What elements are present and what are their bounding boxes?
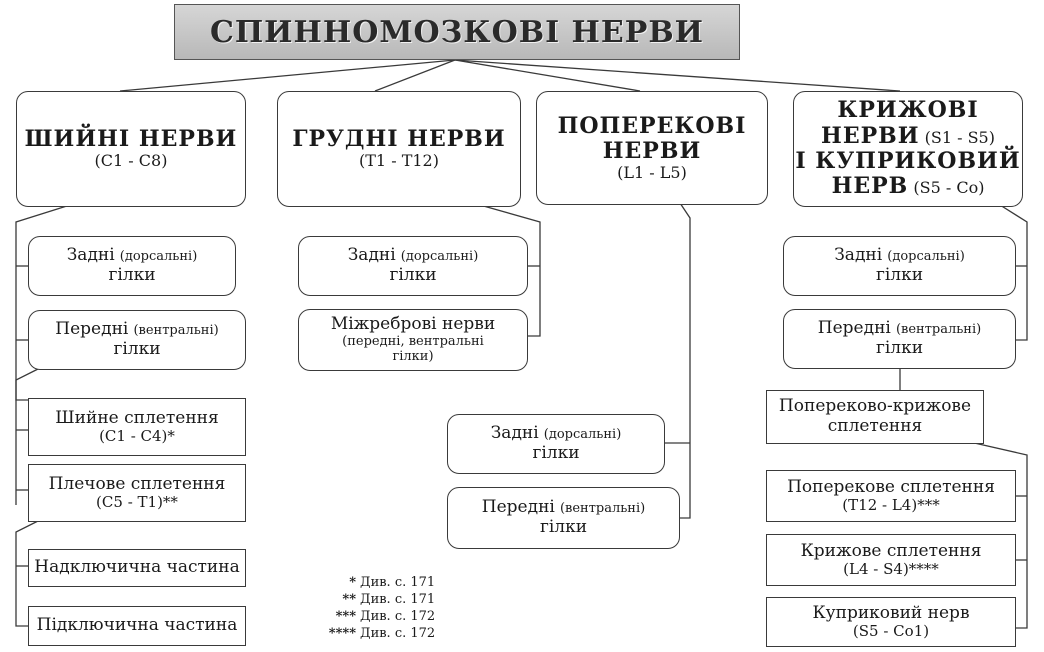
coccygeal-nerve-box: Куприковий нерв (S5 - Co1) [766,597,1016,647]
branch-label: Задні [834,245,883,266]
cervical-plexus-box: Шийне сплетення (C1 - C4)* [28,398,246,456]
cervical-plexus-name: Шийне сплетення [55,407,219,428]
sacral-nerves-line4-name: НЕРВ [831,173,909,200]
thoracic-nerves-box: ГРУДНІ НЕРВИ (T1 - T12) [277,91,521,207]
footnote-text: Див. с. 172 [360,626,436,641]
branch-label-2: гілки [113,339,161,359]
footnote-text: Див. с. 171 [360,575,436,590]
sacral-plexus-name: Крижове сплетення [800,540,982,561]
branch-sublabel: (дорсальні) [119,249,198,265]
footnote-mark: * [349,575,356,590]
branch-sublabel: (вентральні) [895,322,982,338]
footnote-4: **** Див. с. 172 [302,626,435,641]
branch-label: Задні [490,423,539,444]
brachial-plexus-name: Плечове сплетення [48,473,226,494]
lumbar-posterior-branches: Задні (дорсальні) гілки [447,414,665,474]
intercostal-nerves-sub2: гілки) [392,348,434,364]
lumbosacral-plexus-line2: сплетення [827,416,923,436]
page-title: СПИННОМОЗКОВІ НЕРВИ [209,14,705,50]
branch-label-2: гілки [875,265,924,285]
cervical-nerves-box: ШИЙНІ НЕРВИ (C1 - C8) [16,91,246,207]
lumbosacral-plexus-line1: Попереково-крижове [778,396,972,417]
cervical-posterior-branches: Задні (дорсальні) гілки [28,236,236,296]
intercostal-nerves-sub1: (передні, вентральні [342,333,484,349]
lumbar-nerves-box: ПОПЕРЕКОВІ НЕРВИ (L1 - L5) [536,91,768,205]
brachial-plexus-box: Плечове сплетення (C5 - T1)** [28,464,246,522]
supraclavicular-part-box: Надключична частина [28,549,246,587]
cervical-nerves-name: ШИЙНІ НЕРВИ [24,126,238,153]
lumbar-anterior-branches: Передні (вентральні) гілки [447,487,680,549]
branch-sublabel: (дорсальні) [400,249,479,265]
footnote-1: * Див. с. 171 [302,575,435,590]
sacral-nerves-line1: КРИЖОВІ [837,97,979,124]
footnote-2: ** Див. с. 171 [302,592,435,607]
branch-sublabel: (вентральні) [559,501,646,517]
branch-sublabel: (дорсальні) [543,427,622,443]
brachial-plexus-range: (C5 - T1)** [96,493,178,512]
supraclavicular-part-name: Надключична частина [34,557,240,578]
branch-label: Задні [66,245,115,266]
coccygeal-nerve-name: Куприковий нерв [812,602,970,623]
branch-label-2: гілки [532,443,580,463]
infraclavicular-part-name: Підключична частина [36,615,238,636]
footnote-mark: **** [328,626,356,641]
lumbar-plexus-name: Поперекове сплетення [787,476,995,497]
lumbar-plexus-box: Поперекове сплетення (T12 - L4)*** [766,470,1016,522]
lumbar-nerves-name-2: НЕРВИ [602,137,702,164]
footnote-text: Див. с. 172 [360,609,436,624]
sacral-plexus-range: (L4 - S4)**** [843,560,939,579]
branch-label-2: гілки [875,338,924,358]
lumbar-plexus-range: (T12 - L4)*** [842,496,940,515]
thoracic-nerves-range: (T1 - T12) [359,151,439,171]
infraclavicular-part-box: Підключична частина [28,606,246,646]
thoracic-nerves-name: ГРУДНІ НЕРВИ [292,126,506,153]
sacral-anterior-branches: Передні (вентральні) гілки [783,309,1016,369]
branch-label: Передні [481,497,555,518]
branch-label-2: гілки [539,517,588,537]
sacral-nerves-line2-range: (S1 - S5) [924,127,995,147]
branch-label: Передні [817,318,891,339]
intercostal-nerves-label: Міжреброві нерви [330,314,496,335]
cervical-nerves-range: (C1 - C8) [94,151,168,171]
branch-label-2: гілки [389,265,437,285]
footnote-mark: ** [342,592,356,607]
sacral-plexus-box: Крижове сплетення (L4 - S4)**** [766,534,1016,586]
branch-sublabel: (вентральні) [133,323,219,339]
sacral-nerves-box: КРИЖОВІ НЕРВИ (S1 - S5) І КУПРИКОВИЙ НЕР… [793,91,1023,207]
lumbosacral-plexus-box: Попереково-крижове сплетення [766,390,984,444]
footnote-3: *** Див. с. 172 [302,609,436,624]
thoracic-posterior-branches: Задні (дорсальні) гілки [298,236,528,296]
cervical-anterior-branches: Передні (вентральні) гілки [28,310,246,370]
intercostal-nerves-box: Міжреброві нерви (передні, вентральні гі… [298,309,528,371]
sacral-nerves-line3: І КУПРИКОВИЙ [795,148,1021,174]
branch-label-2: гілки [108,265,156,285]
branch-label: Задні [347,245,396,266]
coccygeal-nerve-range: (S5 - Co1) [852,622,930,641]
title-banner: СПИННОМОЗКОВІ НЕРВИ [174,4,740,60]
sacral-posterior-branches: Задні (дорсальні) гілки [783,236,1016,296]
branch-label: Передні [55,319,129,340]
sacral-nerves-line2-name: НЕРВИ [821,122,920,149]
branch-sublabel: (дорсальні) [887,249,965,265]
lumbar-nerves-name-1: ПОПЕРЕКОВІ [557,112,747,139]
footnote-mark: *** [335,609,356,624]
lumbar-nerves-range: (L1 - L5) [617,163,687,183]
sacral-nerves-line4-range: (S5 - Co) [913,178,985,198]
cervical-plexus-range: (C1 - C4)* [99,427,175,446]
footnote-text: Див. с. 171 [360,592,436,607]
